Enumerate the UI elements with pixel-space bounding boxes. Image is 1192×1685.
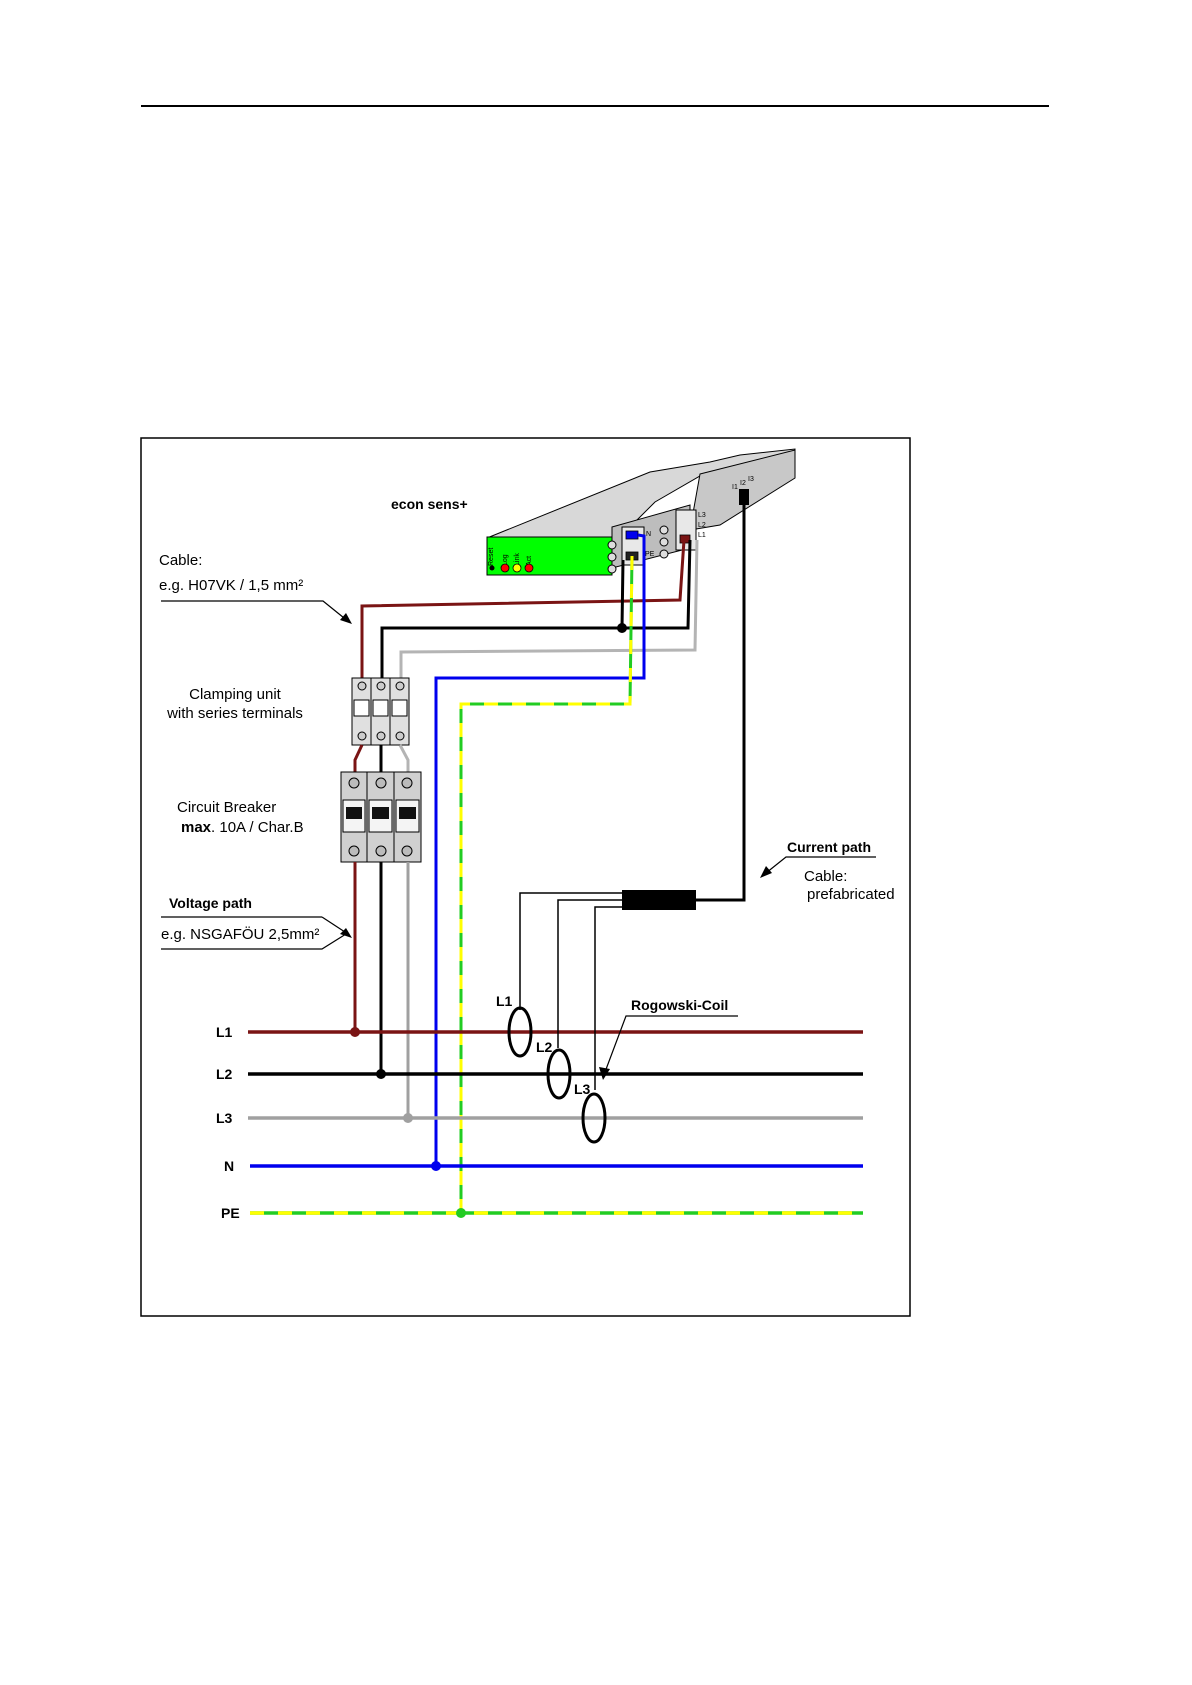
- port-label-i3: I3: [748, 476, 754, 483]
- wire-l3-segment: [400, 745, 408, 775]
- l-terminal-block: [676, 510, 696, 550]
- terminal-screw: [608, 565, 616, 573]
- device-name: econ sens+: [391, 496, 468, 512]
- coil-label-l3: L3: [574, 1081, 591, 1097]
- terminal-screw: [608, 541, 616, 549]
- coil-label-l2: L2: [536, 1039, 553, 1055]
- current-path-arrowhead: [760, 866, 772, 878]
- led-act: [525, 564, 533, 572]
- coil-lead-l1: [520, 893, 622, 1010]
- junction-dot-n: [431, 1161, 441, 1171]
- port-label-i2: I2: [740, 480, 746, 487]
- coil-lead-l2: [558, 900, 622, 1048]
- current-path-label: Current path: [787, 839, 871, 855]
- terminal-screw: [660, 538, 668, 546]
- voltage-spec: e.g. NSGAFÖU 2,5mm²: [161, 925, 319, 943]
- junction-dot-pe: [456, 1208, 466, 1218]
- breaker-rating: . 10A / Char.B: [211, 819, 304, 836]
- cable-title: Cable:: [159, 552, 202, 569]
- current-cable-splitter: [622, 890, 696, 910]
- device-wires: [362, 535, 697, 1214]
- voltage-path-label: Voltage path: [169, 895, 252, 911]
- cable-leader-line: [161, 601, 349, 622]
- terminal-label-pe: PE: [645, 551, 655, 558]
- port-label-i1: I1: [732, 484, 738, 491]
- clamping-label-1: Clamping unit: [189, 686, 282, 703]
- wire-l2: [382, 560, 623, 680]
- led-label-reset: Reset: [488, 548, 495, 566]
- rogowski-label: Rogowski-Coil: [631, 997, 728, 1013]
- bus-label-l1: L1: [216, 1024, 233, 1040]
- breaker-label-2: max. 10A / Char.B: [181, 819, 304, 836]
- bus-label-pe: PE: [221, 1205, 240, 1221]
- led-link: [513, 564, 521, 572]
- rogowski-leader: [605, 1016, 738, 1072]
- current-cable-title: Cable:: [804, 868, 847, 885]
- cable-spec: e.g. H07VK / 1,5 mm²: [159, 577, 303, 594]
- terminal-label-n: N: [646, 531, 651, 538]
- bus-label-l2: L2: [216, 1066, 233, 1082]
- coil-label-l1: L1: [496, 993, 513, 1009]
- junction-dot-l3: [403, 1113, 413, 1123]
- breaker-max: max: [181, 819, 212, 836]
- terminal-screw: [608, 553, 616, 561]
- junction-dot-l2: [376, 1069, 386, 1079]
- terminal-label-l3: L3: [698, 512, 706, 519]
- econ-sens-device: Reset Log Link Act N PE L3 L2 L1 I1 I2 I…: [487, 449, 795, 575]
- circuit-breaker: [341, 772, 421, 862]
- bus-label-n: N: [224, 1158, 234, 1174]
- junction-dot-l1: [350, 1027, 360, 1037]
- terminal-screw: [660, 550, 668, 558]
- junction-dot: [617, 623, 627, 633]
- cable-arrowhead: [340, 613, 352, 624]
- current-cable-spec: prefabricated: [807, 886, 895, 903]
- bus-lines: [248, 1032, 863, 1213]
- bus-label-l3: L3: [216, 1110, 233, 1126]
- clamping-unit: [352, 678, 409, 745]
- reset-button: [490, 566, 495, 571]
- led-log: [501, 564, 509, 572]
- current-input-port: [739, 489, 749, 505]
- clamping-label-2: with series terminals: [166, 705, 303, 722]
- wire-l1-segment: [355, 745, 362, 775]
- breaker-label-1: Circuit Breaker: [177, 799, 276, 816]
- terminal-label-l1: L1: [698, 532, 706, 539]
- terminal-label-l2: L2: [698, 522, 706, 529]
- terminal-screw: [660, 526, 668, 534]
- current-cable: [696, 505, 744, 900]
- n-terminal: [626, 531, 638, 539]
